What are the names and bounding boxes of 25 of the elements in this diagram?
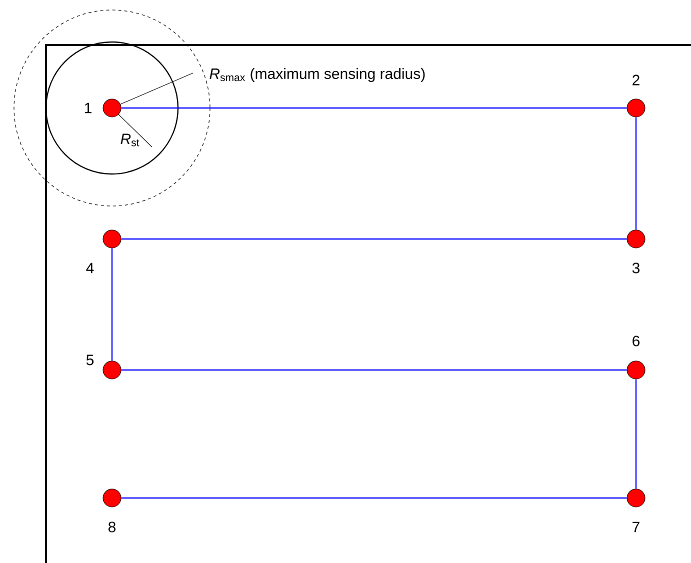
path-line [635, 379, 637, 489]
waypoint-number: 1 [84, 102, 92, 114]
path-line [635, 117, 637, 230]
waypoint-dot [626, 488, 646, 508]
path-line [121, 497, 627, 499]
waypoint-dot [102, 488, 122, 508]
waypoint-number: 4 [86, 262, 94, 274]
waypoint-number: 5 [86, 354, 94, 366]
waypoint-number: 7 [632, 522, 640, 532]
waypoint-dot [102, 230, 122, 248]
waypoint-number: 8 [108, 522, 116, 532]
waypoint-dot [626, 230, 646, 248]
waypoint-dot [102, 98, 122, 118]
waypoint-dot [102, 360, 122, 380]
path-line [121, 238, 627, 240]
waypoint-dot [626, 98, 646, 118]
waypoint-number: 3 [632, 262, 640, 274]
waypoint-number: 2 [632, 74, 640, 86]
radius-label: R$_{smax}$ (maximum sensing radius) [210, 68, 425, 82]
path-line [121, 369, 627, 371]
waypoint-number: 6 [632, 336, 640, 346]
waypoint-dot [626, 360, 646, 380]
path-line [121, 107, 627, 109]
radius-label: R$_{st}$ [120, 134, 140, 146]
path-line [111, 248, 113, 361]
